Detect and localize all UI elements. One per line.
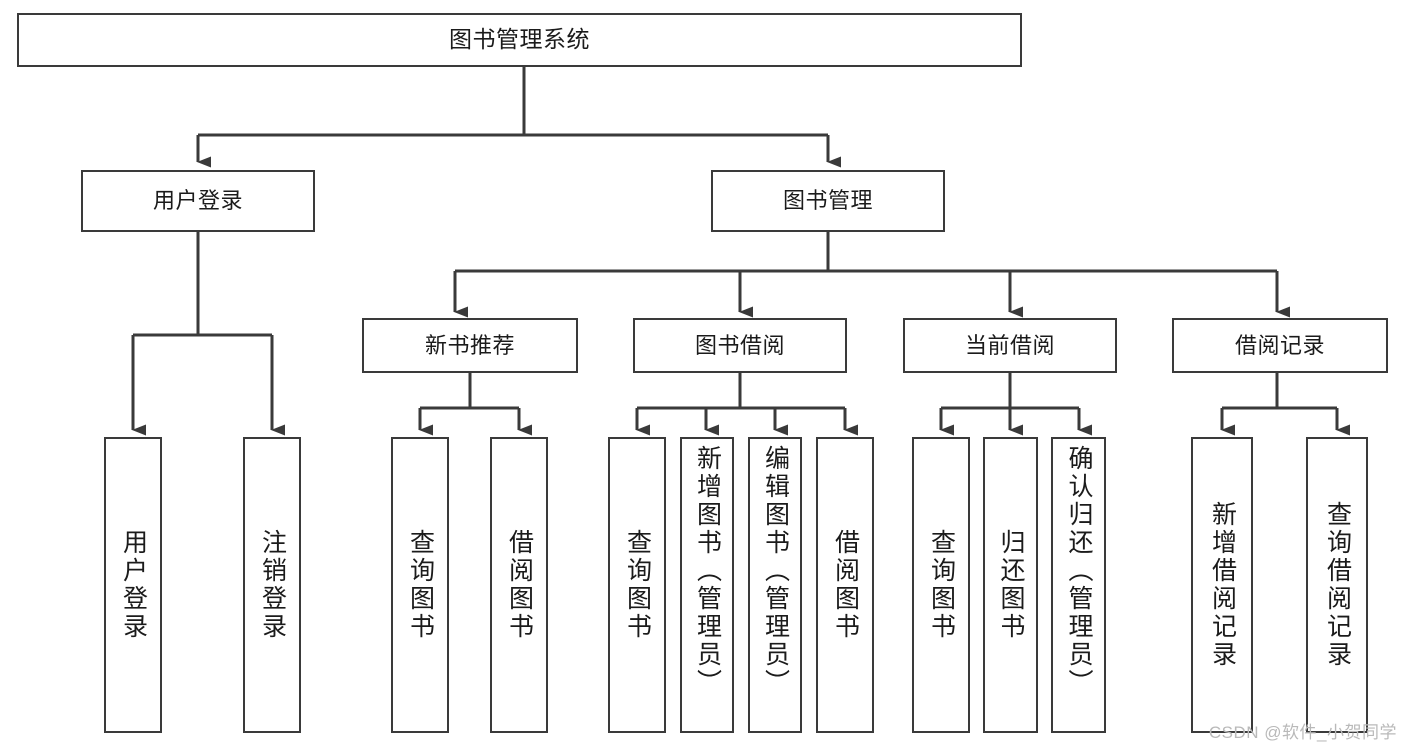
node-new-book-recommend[interactable]: 新书推荐: [362, 318, 578, 373]
node-book-management-label: 图书管理: [782, 188, 873, 214]
leaf-borrow-borrow-book-label: 借阅图书: [831, 529, 860, 641]
node-new-book-recommend-label: 新书推荐: [424, 332, 515, 358]
node-book-borrow[interactable]: 图书借阅: [633, 318, 847, 373]
leaf-new-book-borrow[interactable]: 借阅图书: [490, 437, 548, 733]
leaf-current-confirm-return[interactable]: 确认归还（管理员）: [1051, 437, 1106, 733]
node-current-borrow[interactable]: 当前借阅: [903, 318, 1117, 373]
node-book-management[interactable]: 图书管理: [711, 170, 945, 232]
leaf-user-login-login-label: 用户登录: [119, 529, 148, 641]
node-root-label: 图书管理系统: [449, 26, 590, 53]
leaf-borrow-query-book-label: 查询图书: [623, 529, 652, 641]
leaf-user-login-login[interactable]: 用户登录: [104, 437, 162, 733]
leaf-current-query-book[interactable]: 查询图书: [912, 437, 970, 733]
watermark: CSDN @软件_小贺同学: [1208, 723, 1397, 742]
node-borrow-record[interactable]: 借阅记录: [1172, 318, 1388, 373]
leaf-borrow-add-book-label: 新增图书（管理员）: [693, 445, 722, 697]
leaf-borrow-add-book[interactable]: 新增图书（管理员）: [680, 437, 734, 733]
leaf-borrow-edit-book-label: 编辑图书（管理员）: [761, 445, 790, 697]
leaf-borrow-borrow-book[interactable]: 借阅图书: [816, 437, 874, 733]
leaf-current-query-book-label: 查询图书: [927, 529, 956, 641]
leaf-current-return-book[interactable]: 归还图书: [983, 437, 1038, 733]
node-root[interactable]: 图书管理系统: [17, 13, 1022, 67]
node-user-login[interactable]: 用户登录: [81, 170, 315, 232]
node-book-borrow-label: 图书借阅: [694, 332, 785, 358]
leaf-current-return-book-label: 归还图书: [997, 529, 1025, 641]
leaf-new-book-borrow-label: 借阅图书: [505, 529, 534, 641]
node-user-login-label: 用户登录: [152, 188, 243, 214]
leaf-new-book-query-label: 查询图书: [406, 529, 435, 641]
node-current-borrow-label: 当前借阅: [964, 332, 1055, 358]
leaf-borrow-edit-book[interactable]: 编辑图书（管理员）: [748, 437, 802, 733]
leaf-record-query-record-label: 查询借阅记录: [1323, 501, 1352, 669]
leaf-record-add-record-label: 新增借阅记录: [1208, 501, 1237, 669]
leaf-user-login-logout[interactable]: 注销登录: [243, 437, 301, 733]
leaf-new-book-query[interactable]: 查询图书: [391, 437, 449, 733]
leaf-borrow-query-book[interactable]: 查询图书: [608, 437, 666, 733]
leaf-current-confirm-return-label: 确认归还（管理员）: [1065, 445, 1093, 697]
leaf-record-add-record[interactable]: 新增借阅记录: [1191, 437, 1253, 733]
node-borrow-record-label: 借阅记录: [1234, 332, 1325, 358]
leaf-record-query-record[interactable]: 查询借阅记录: [1306, 437, 1368, 733]
leaf-user-login-logout-label: 注销登录: [258, 529, 287, 641]
